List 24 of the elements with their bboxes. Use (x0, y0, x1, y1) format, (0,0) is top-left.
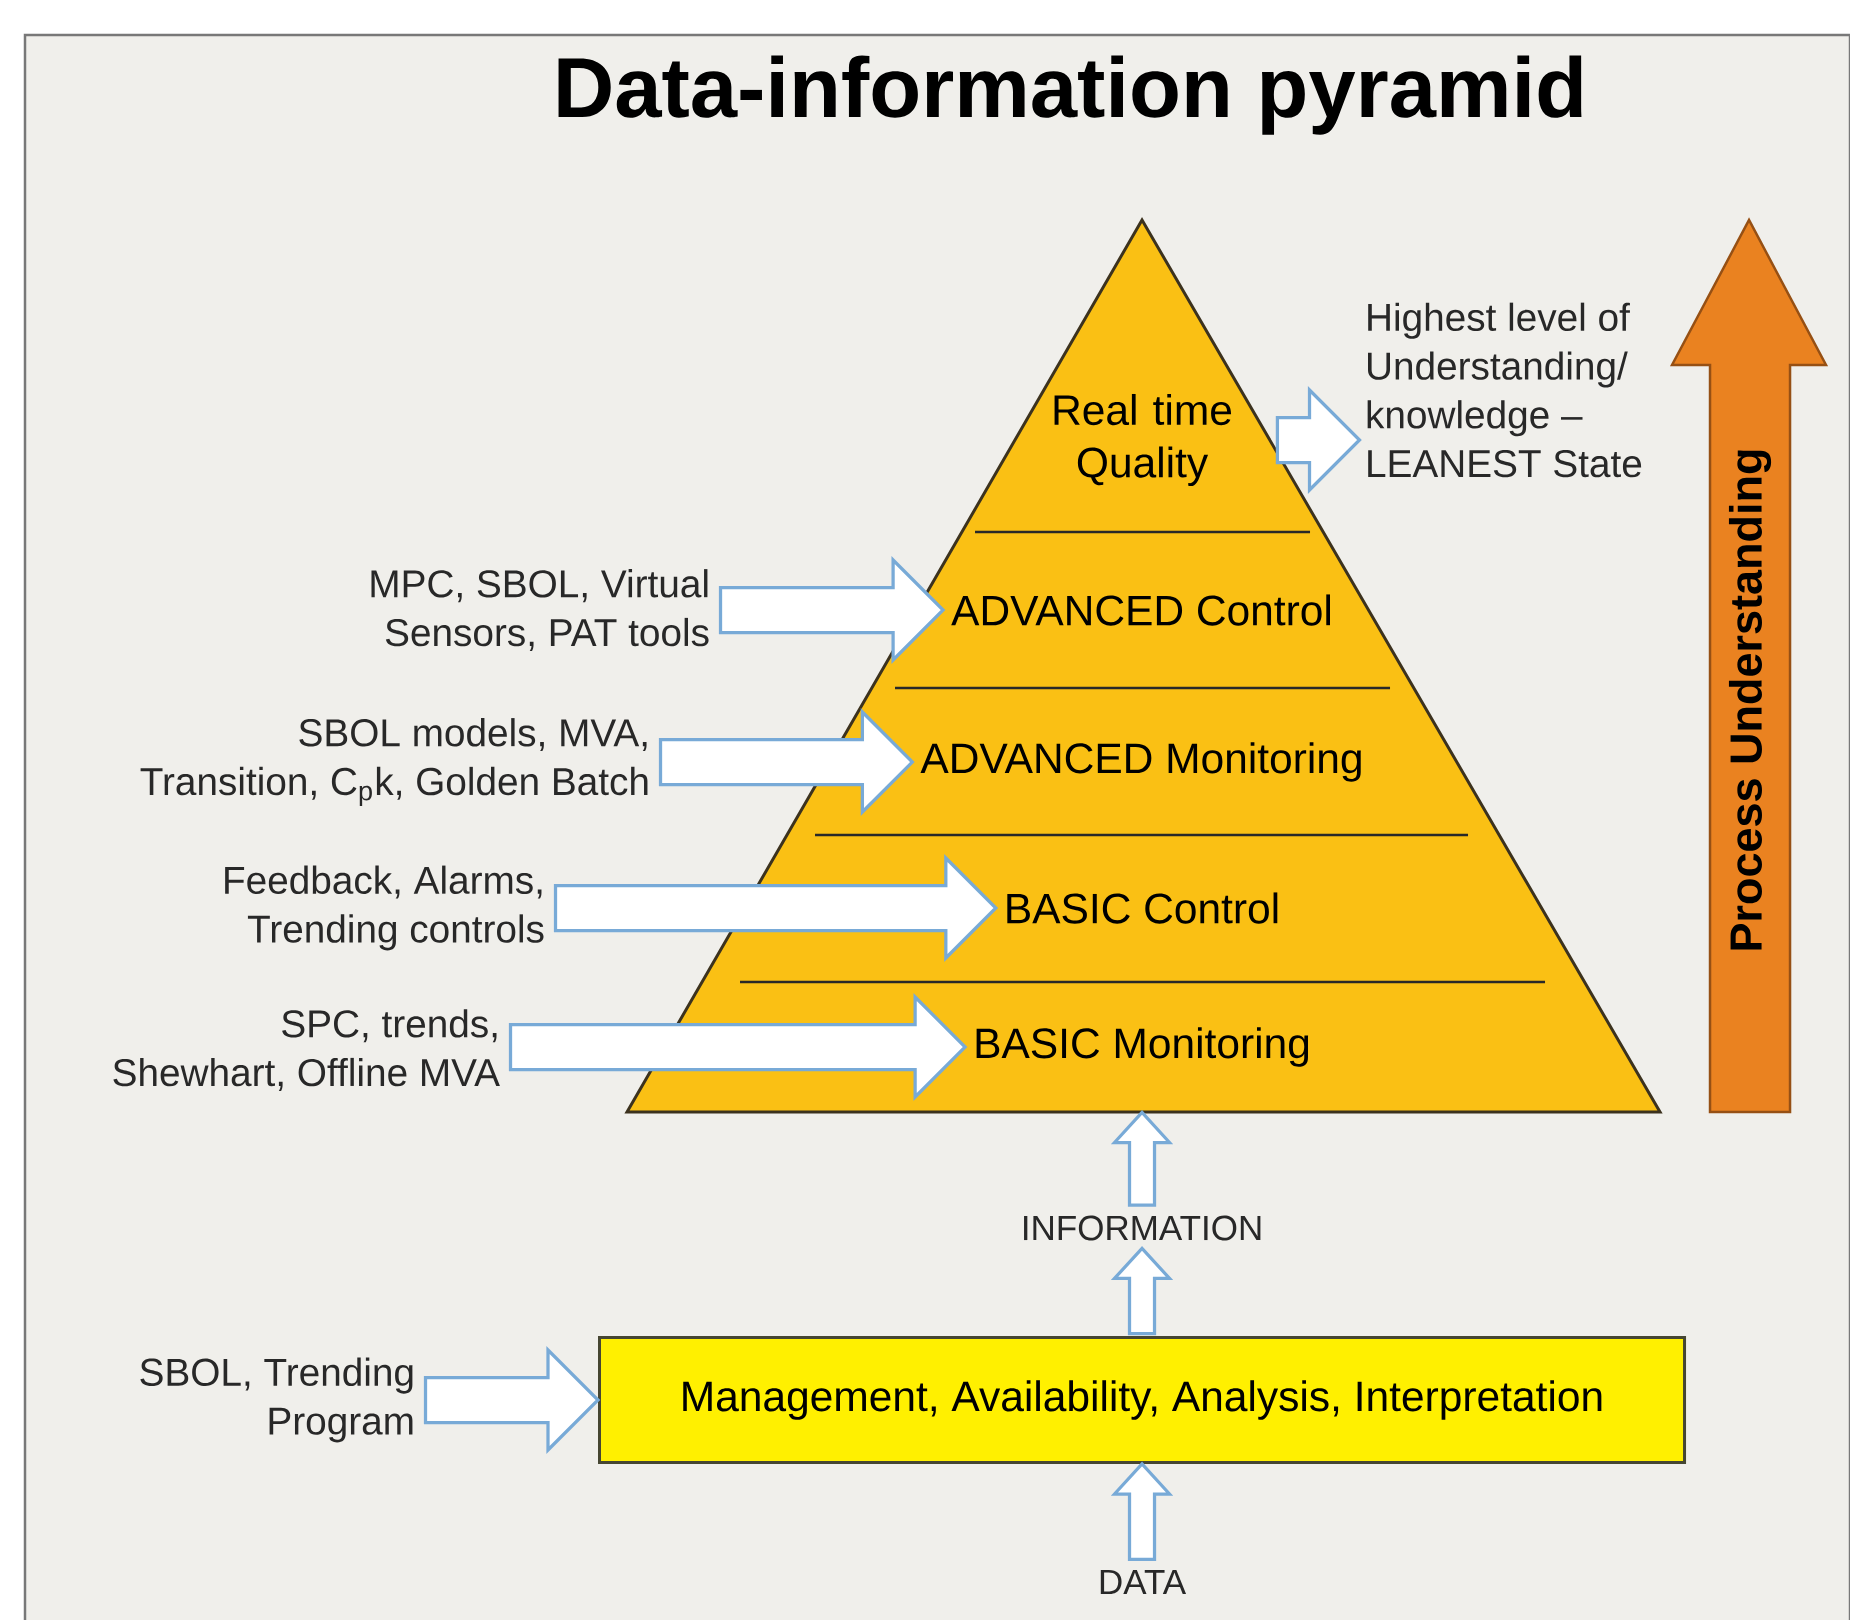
tool-list-text: SBOL, Trending Program (140, 1357, 413, 1443)
block-arrow (1275, 386, 1362, 494)
pyramid-level-label: BASIC Monitoring (976, 1027, 1309, 1067)
flow-label: DATA (1100, 1570, 1187, 1595)
title: Data-information pyramid (558, 55, 1582, 135)
pyramid-level-label: ADVANCED Monitoring (920, 742, 1361, 782)
pyramid-level-label: BASIC Control (1007, 892, 1278, 924)
block-arrow (553, 854, 999, 962)
block-arrow (1110, 1461, 1174, 1562)
block-arrow (1110, 1246, 1174, 1336)
process-box: Management, Availability, Analysis, Interpretation (598, 1336, 1687, 1464)
tool-list-text: SPC, trends, Shewhart, Offline MVA (113, 1009, 500, 1091)
tool-list-text: Highest level of Understanding/ knowledge – LEANEST State (1367, 302, 1642, 478)
pyramid-level-label: Real time Quality (1054, 393, 1232, 487)
block-arrow (718, 556, 946, 664)
block-arrow (423, 1346, 601, 1454)
tool-list-text: MPC, SBOL, Virtual Sensors, PAT tools (371, 569, 709, 651)
block-arrow (508, 993, 968, 1101)
pyramid-level-label: ADVANCED Control (951, 594, 1330, 626)
block-arrow (658, 708, 915, 816)
tool-list-text: Feedback, Alarms, Trending controls (225, 865, 544, 951)
block-arrow (1110, 1110, 1174, 1207)
flow-label: INFORMATION (1024, 1215, 1261, 1241)
tool-list-text: SBOL models, MVA, Transition, C$_{p}$k, Golden Batch (140, 718, 648, 806)
